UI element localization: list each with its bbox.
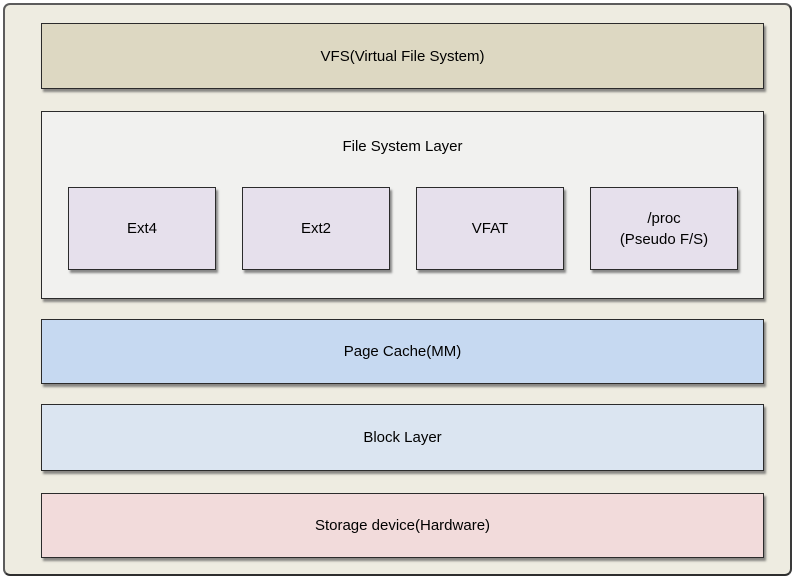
fs-box-ext4-label: Ext4 (126, 220, 157, 237)
fs-box-ext2: Ext2 (242, 187, 390, 270)
layer-block-label: Block Layer (363, 429, 442, 446)
fs-box-vfat: VFAT (416, 187, 564, 270)
diagram-outer-container: VFS(Virtual File System) File System Lay… (3, 3, 792, 576)
layer-storage-device-label: Storage device(Hardware) (314, 517, 491, 534)
fs-box-ext4: Ext4 (68, 187, 216, 270)
layer-vfs-label: VFS(Virtual File System) (320, 47, 485, 65)
fs-box-vfat-label: VFAT (471, 220, 509, 237)
layer-page-cache-label: Page Cache(MM) (343, 343, 462, 360)
fs-box-proc-label: /proc (Pseudo F/S) (619, 209, 709, 248)
file-system-children: Ext4 Ext2 VFAT /proc (Pseudo F/S) (68, 187, 738, 270)
layer-page-cache: Page Cache(MM) (41, 319, 764, 384)
layer-vfs: VFS(Virtual File System) (41, 23, 764, 89)
layer-block: Block Layer (41, 404, 764, 471)
layer-storage-device: Storage device(Hardware) (41, 493, 764, 558)
layer-file-system-label: File System Layer (342, 138, 463, 155)
layer-file-system: File System Layer Ext4 Ext2 VFAT /proc (… (41, 111, 764, 299)
fs-box-ext2-label: Ext2 (300, 220, 331, 237)
fs-box-proc: /proc (Pseudo F/S) (590, 187, 738, 270)
